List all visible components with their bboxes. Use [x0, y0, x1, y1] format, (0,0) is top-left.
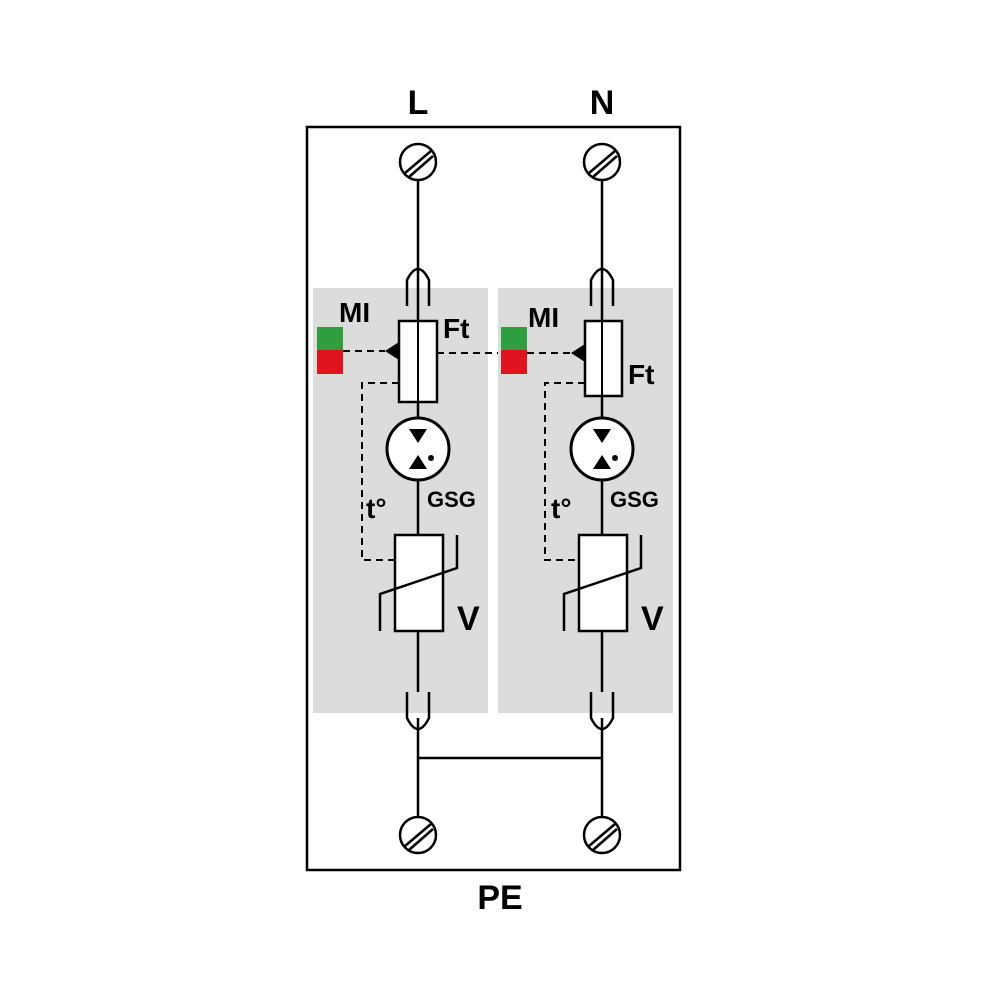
thermal-label: t° — [366, 493, 387, 524]
varistor-label: V — [641, 600, 664, 638]
fuse-label: Ft — [628, 359, 654, 390]
channel-right: MI Ft t° GSG V — [501, 142, 664, 855]
indicator-fault-flag — [501, 350, 527, 374]
indicator-label: MI — [339, 297, 370, 328]
screw-terminal-icon — [398, 142, 438, 182]
indicator-ok-flag — [317, 327, 343, 350]
varistor-icon — [378, 533, 459, 633]
thermal-fuse — [583, 319, 624, 398]
indicator-fault-flag — [317, 350, 343, 374]
plug-contact-icon — [589, 267, 615, 306]
indicator-ok-flag — [501, 327, 527, 350]
thermal-link — [544, 382, 585, 561]
thermal-link — [361, 382, 399, 561]
terminal-label-n: N — [590, 84, 615, 122]
plug-contact-icon — [405, 267, 431, 306]
fuse-pointer-icon — [385, 342, 399, 360]
gas-discharge-tube-icon — [569, 416, 635, 482]
screw-terminal-icon — [398, 815, 438, 855]
gas-discharge-tube-icon — [385, 416, 451, 482]
varistor-label: V — [457, 600, 480, 638]
gas-tube-label: GSG — [427, 487, 476, 512]
indicator-label: MI — [528, 302, 559, 333]
fuse-pointer-icon — [571, 344, 585, 362]
fuse-label: Ft — [443, 313, 469, 344]
gas-tube-label: GSG — [610, 487, 659, 512]
terminal-label-pe: PE — [477, 879, 522, 917]
thermal-label: t° — [551, 493, 572, 524]
screw-terminal-icon — [582, 142, 622, 182]
screw-terminal-icon — [582, 815, 622, 855]
channel-left: MI Ft t° GSG V — [317, 142, 480, 855]
terminal-label-l: L — [408, 84, 429, 122]
